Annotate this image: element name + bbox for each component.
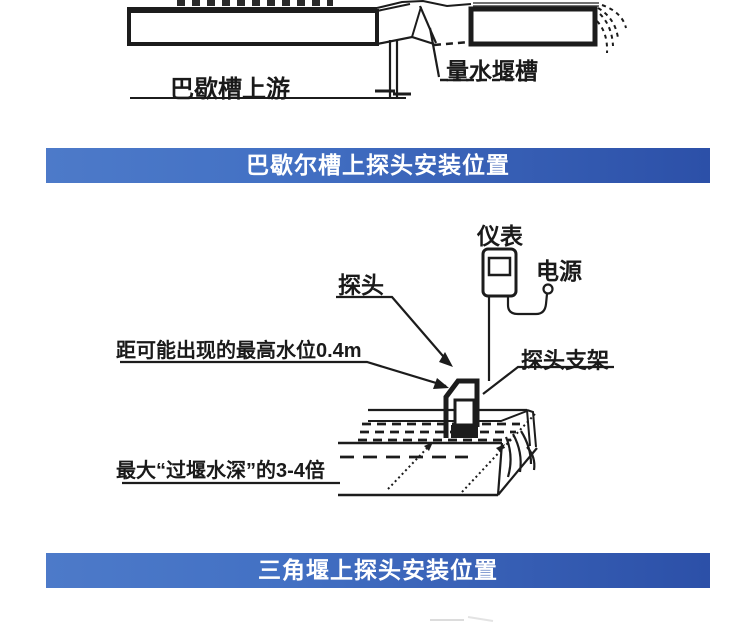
flume-throat-bottom (376, 35, 435, 46)
dotted-diagonal-1-arrow (424, 442, 433, 451)
next-figure-cropped-hint (430, 616, 494, 622)
parshall-flume-diagram (127, 0, 627, 99)
probe-leader (336, 295, 450, 364)
flume-throat-wall2 (411, 6, 422, 38)
flume-throat-dashed-edge (433, 40, 470, 47)
label-probe: 探头 (338, 272, 384, 298)
dotted-diagonal-2-arrow (496, 444, 505, 453)
max-level-arrowhead (433, 378, 449, 389)
power-cord (506, 293, 549, 316)
flume-throat-wall (418, 5, 438, 44)
label-parshall-upstream: 巴歇槽上游 (170, 76, 290, 103)
overflow-curves (504, 430, 536, 478)
label-instrument: 仪表 (477, 223, 523, 249)
flume-throat-inner-top (376, 3, 411, 12)
tank-right-back-edge (526, 409, 537, 448)
falling-water-dashes (596, 4, 627, 54)
weir-channel-body (468, 6, 598, 47)
flume-left-channel (127, 9, 379, 46)
power-plug-circle (542, 283, 554, 295)
probe-bracket-frame (443, 378, 480, 438)
label-weir-flume: 量水堰槽 (446, 58, 538, 84)
section-banner-parshall: 巴歇尔槽上探头安装位置 (46, 148, 710, 183)
label-max-level-distance: 距可能出现的最高水位0.4m (116, 340, 362, 362)
flume-throat-top (376, 0, 472, 9)
bracket-leader (482, 365, 614, 395)
dotted-diagonal-1 (387, 443, 432, 490)
probe-tip (451, 425, 478, 438)
weir-probe-diagram (120, 247, 614, 497)
instrument-screen (487, 256, 512, 277)
label-probe-bracket: 探头支架 (521, 348, 610, 373)
tank-back-edge2 (368, 410, 528, 422)
flume-top-rail-right (473, 2, 599, 7)
label-depth-note: 最大“过堰水深”的3-4倍 (116, 460, 325, 482)
water-surface-dashes (358, 422, 520, 442)
probe-body (453, 398, 476, 427)
probe-arrowhead (439, 352, 453, 367)
weir-flume-leader (428, 27, 441, 78)
max-level-leader (120, 360, 447, 388)
label-power: 电源 (536, 258, 582, 284)
section-banner-weir: 三角堰上探头安装位置 (46, 553, 710, 588)
